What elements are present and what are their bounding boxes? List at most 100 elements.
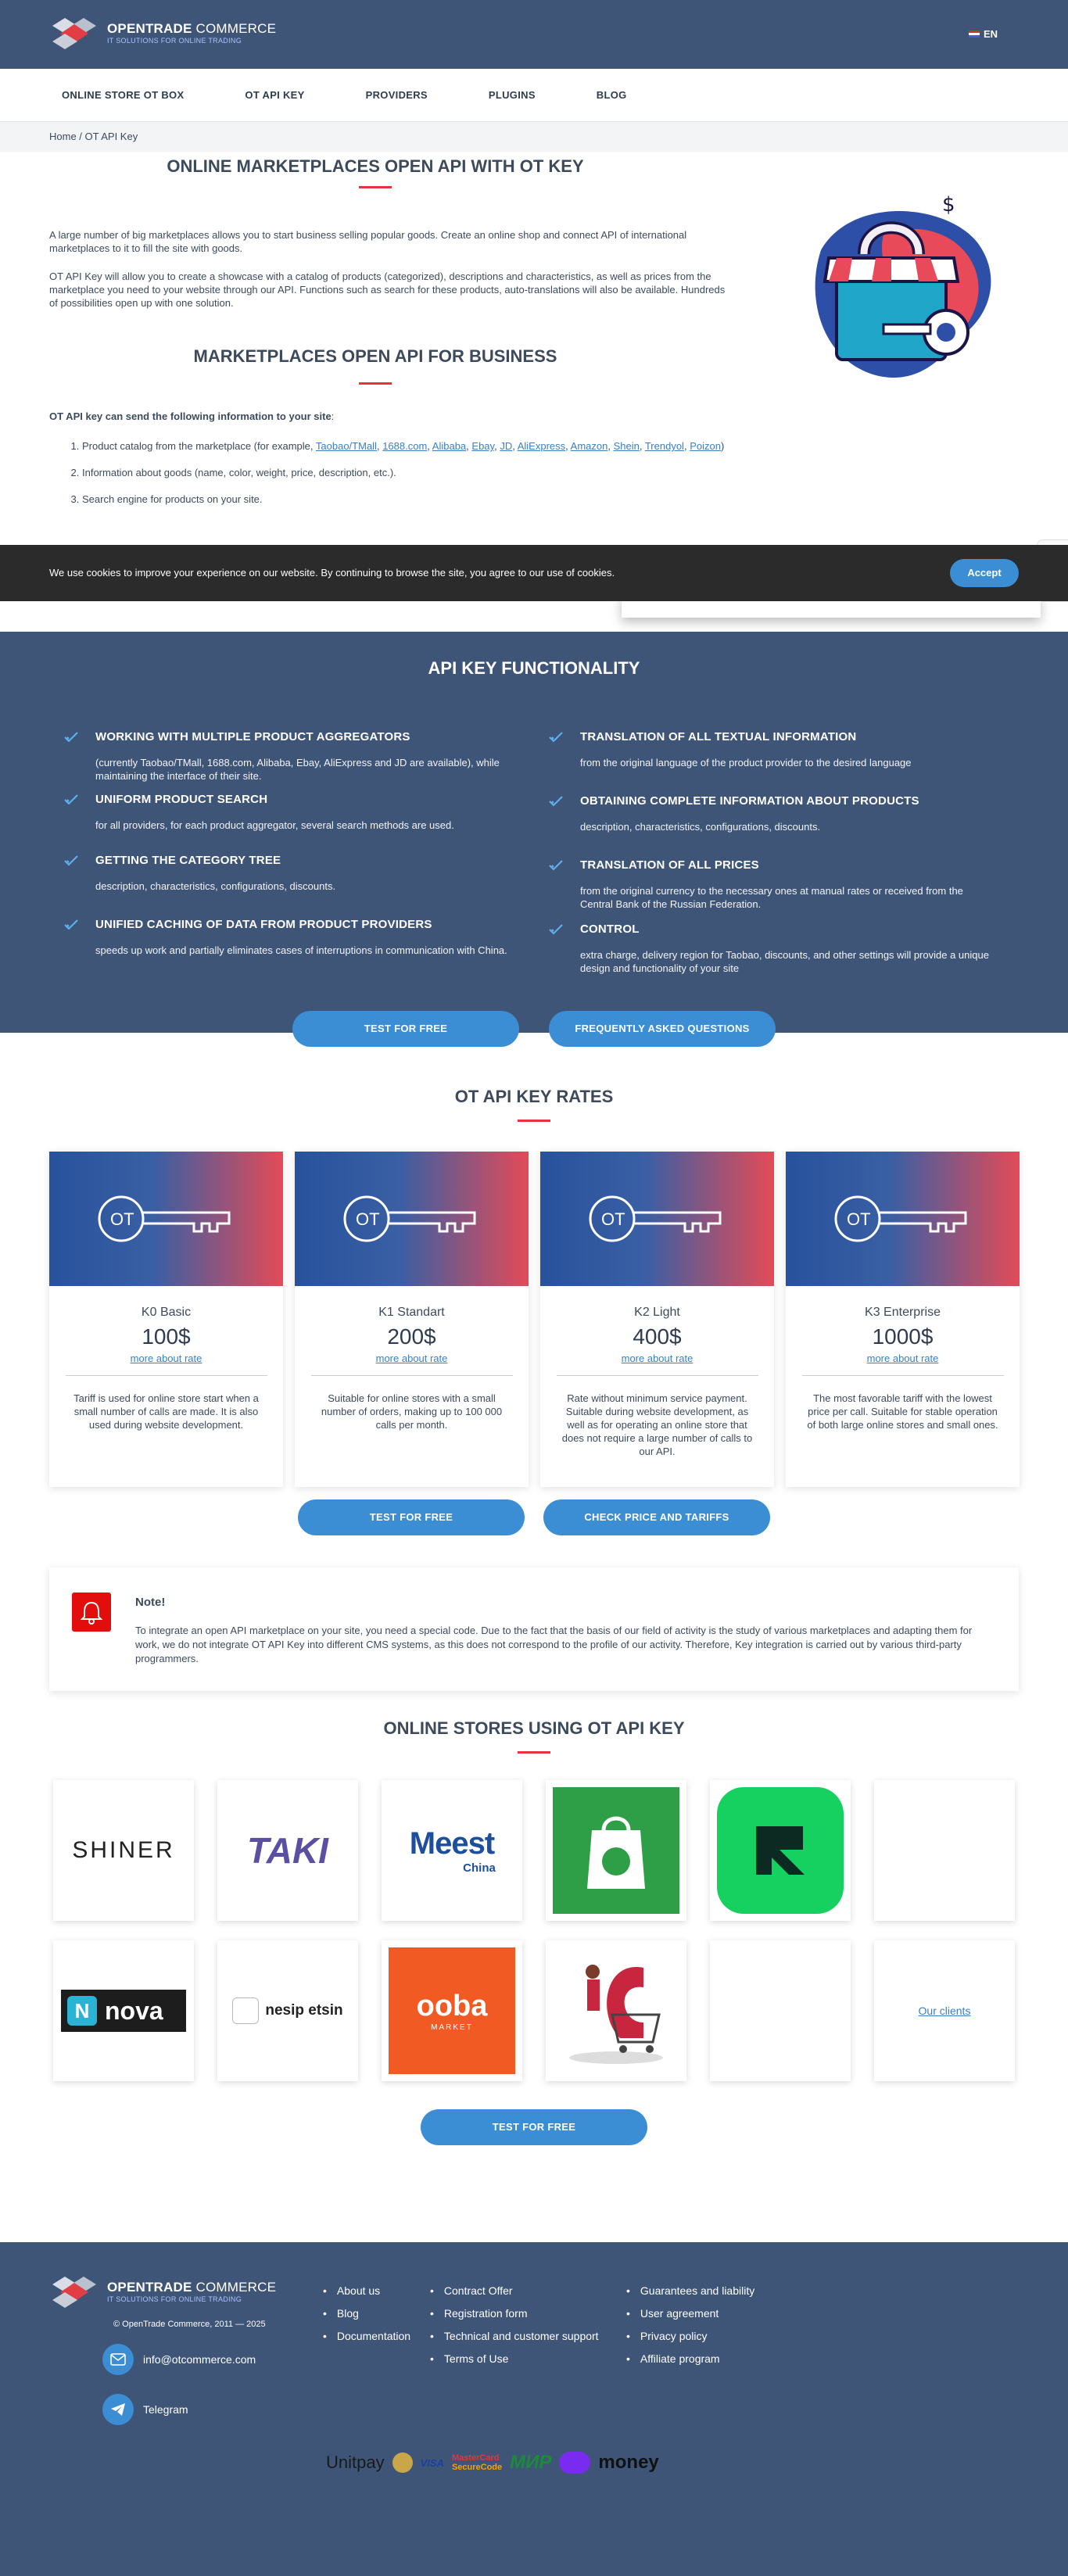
breadcrumb-separator: / [76, 131, 85, 142]
store-logo-green-k[interactable] [710, 1780, 851, 1921]
footer-link[interactable]: Privacy policy [640, 2325, 754, 2348]
contact-email[interactable]: info@otcommerce.com [102, 2344, 256, 2375]
marketplace-link[interactable]: Ebay [471, 440, 495, 452]
footer-link[interactable]: Documentation [337, 2325, 410, 2348]
catalog-suffix: ) [720, 440, 725, 452]
feature-item: OBTAINING COMPLETE INFORMATION ABOUT PRO… [549, 794, 995, 833]
nav-plugins[interactable]: PLUGINS [488, 89, 536, 101]
stores-test-for-free-button[interactable]: TEST FOR FREE [421, 2109, 647, 2145]
marketplace-link[interactable]: 1688.com [382, 440, 428, 452]
key-icon: OT [589, 1195, 722, 1242]
logo-diamond-icon [52, 18, 96, 49]
footer-logo[interactable]: OPENTRADE COMMERCE IT SOLUTIONS FOR ONLI… [49, 2273, 276, 2309]
api-key-lock-illustration: $ [815, 193, 991, 378]
link-separator: , [512, 440, 518, 452]
rate-description: Rate without minimum service payment. Su… [561, 1392, 753, 1457]
footer-link[interactable]: About us [337, 2280, 410, 2302]
footer-brand-rest: COMMERCE [192, 2280, 277, 2295]
page-title: ONLINE MARKETPLACES OPEN API WITH OT KEY [0, 156, 751, 188]
nova-logo-text: nova [105, 1996, 163, 2025]
feature-description: description, characteristics, configurat… [580, 821, 821, 833]
marketplace-link[interactable]: AliExpress [517, 440, 566, 452]
rates-test-for-free-button[interactable]: TEST FOR FREE [298, 1499, 525, 1535]
store-logo-shiner[interactable]: SHINER [53, 1780, 194, 1921]
rate-description: Tariff is used for online store start wh… [73, 1392, 259, 1431]
feature-title: GETTING THE CATEGORY TREE [95, 854, 281, 867]
cookie-accept-button[interactable]: Accept [950, 559, 1019, 587]
test-for-free-button[interactable]: TEST FOR FREE [292, 1011, 519, 1047]
key-icon: OT [98, 1195, 231, 1242]
securecode-text: SecureCode [451, 2463, 503, 2472]
info-item-catalog: Product catalog from the marketplace (fo… [82, 439, 769, 453]
brand-logo[interactable]: OPENTRADE COMMERCE IT SOLUTIONS FOR ONLI… [49, 15, 276, 51]
more-about-rate-link[interactable]: more about rate [621, 1352, 693, 1364]
footer-link[interactable]: Guarantees and liability [640, 2280, 754, 2302]
telegram-icon [102, 2394, 134, 2425]
rate-name: K3 Enterprise [865, 1306, 941, 1319]
rate-name: K0 Basic [141, 1306, 192, 1319]
check-price-button[interactable]: CHECK PRICE AND TARIFFS [543, 1499, 770, 1535]
feature-title: TRANSLATION OF ALL PRICES [580, 858, 759, 872]
info-item-search: Search engine for products on your site. [82, 493, 769, 506]
copyright: © OpenTrade Commerce, 2011 — 2025 [113, 2320, 266, 2329]
footer-link[interactable]: Blog [337, 2302, 410, 2325]
visa-logo: VISA [420, 2456, 444, 2469]
shiner-logo-text: SHINER [72, 1837, 175, 1863]
marketplace-link[interactable]: Trendyol [644, 440, 684, 452]
section-subtitle: MARKETPLACES OPEN API FOR BUSINESS [0, 346, 751, 385]
key-icon: OT [834, 1195, 967, 1242]
marketplace-link[interactable]: JD [500, 440, 513, 452]
footer-link[interactable]: Terms of Use [444, 2348, 599, 2370]
marketplace-link[interactable]: Alibaba [432, 440, 467, 452]
info-item-goods: Information about goods (name, color, we… [82, 466, 769, 479]
store-logo-nesip[interactable]: nesip etsin [217, 1940, 358, 2081]
marketplace-link[interactable]: Poizon [690, 440, 721, 452]
store-logo-taki[interactable]: TAKI [217, 1780, 358, 1921]
nova-n-badge: N [67, 1996, 97, 2026]
rate-divider [310, 1375, 513, 1376]
marketplace-link[interactable]: Taobao/TMall [315, 440, 377, 452]
marketplace-link[interactable]: Amazon [570, 440, 608, 452]
checkmark-icon [549, 796, 563, 807]
note-text: To integrate an open API marketplace on … [135, 1625, 973, 1664]
footer-link[interactable]: Contract Offer [444, 2280, 599, 2302]
faq-button[interactable]: FREQUENTLY ASKED QUESTIONS [549, 1011, 776, 1047]
nav-ot-api-key[interactable]: OT API KEY [245, 89, 305, 101]
ooba-logo-text: ooba [416, 1990, 488, 2022]
mir-logo: МИР [510, 2452, 552, 2473]
nav-online-store[interactable]: ONLINE STORE OT BOX [62, 89, 185, 101]
nav-providers[interactable]: PROVIDERS [365, 89, 428, 101]
site-footer: OPENTRADE COMMERCE IT SOLUTIONS FOR ONLI… [0, 2242, 1068, 2576]
more-about-rate-link[interactable]: more about rate [375, 1352, 448, 1364]
our-clients-tile[interactable]: Our clients [874, 1940, 1015, 2081]
more-about-rate-link[interactable]: more about rate [130, 1352, 202, 1364]
feature-title: TRANSLATION OF ALL TEXTUAL INFORMATION [580, 730, 857, 743]
footer-link[interactable]: User agreement [640, 2302, 754, 2325]
footer-link[interactable]: Registration form [444, 2302, 599, 2325]
checkmark-icon [64, 855, 78, 866]
link-separator: , [466, 440, 472, 452]
store-logo-empty-2 [710, 1940, 851, 2081]
yoomoney-icon [559, 2452, 591, 2474]
our-clients-link[interactable]: Our clients [918, 2005, 971, 2017]
marketplace-link[interactable]: Shein [613, 440, 640, 452]
contact-telegram[interactable]: Telegram [102, 2394, 188, 2425]
store-logo-shopping-bag[interactable] [546, 1780, 686, 1921]
footer-link[interactable]: Technical and customer support [444, 2325, 599, 2348]
note-title: Note! [135, 1596, 166, 1609]
more-about-rate-link[interactable]: more about rate [866, 1352, 939, 1364]
rate-description: The most favorable tariff with the lowes… [807, 1392, 998, 1431]
nav-blog[interactable]: BLOG [596, 89, 627, 101]
feature-description: speeds up work and partially eliminates … [95, 944, 507, 956]
link-separator: , [376, 440, 383, 452]
language-switcher[interactable]: EN [968, 28, 998, 40]
footer-link[interactable]: Affiliate program [640, 2348, 754, 2370]
breadcrumb-home[interactable]: Home [49, 131, 77, 142]
breadcrumb-current: OT API Key [84, 131, 138, 142]
rate-card-banner: OT [49, 1152, 283, 1286]
store-logo-cart[interactable] [546, 1940, 686, 2081]
